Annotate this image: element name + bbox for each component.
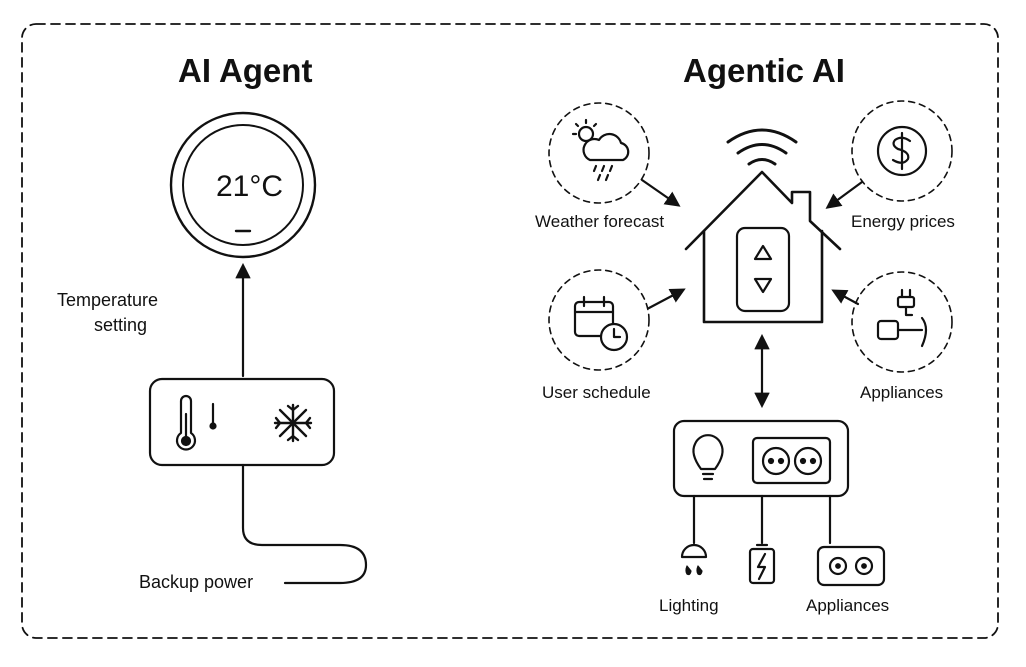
wifi-icon	[726, 128, 798, 166]
battery-icon	[748, 543, 776, 585]
lighting-label: Lighting	[659, 596, 719, 615]
smart-hub-box	[672, 419, 850, 498]
thermostat-display: 21°C	[216, 170, 284, 203]
outer-dashed-frame	[21, 23, 999, 639]
sun-cloud-rain-icon	[571, 118, 630, 182]
backup-power-label: Backup power	[139, 572, 254, 592]
appliances-input-label: Appliances	[860, 383, 944, 402]
appliances-circle	[851, 271, 953, 373]
user-schedule-label: User schedule	[542, 383, 651, 402]
house-icon	[684, 170, 842, 324]
ai-agent-title: AI Agent	[178, 52, 313, 89]
backup-power-cord	[241, 463, 368, 585]
arrow-energy	[825, 180, 864, 209]
temperature-setting-label-line1: Temperature	[57, 290, 159, 310]
schedule-circle	[548, 269, 650, 371]
temperature-setting-label-line2: setting	[94, 315, 148, 335]
arrow-weather	[640, 178, 681, 207]
lamp-icon	[680, 543, 708, 576]
lightbulb-icon	[692, 434, 724, 481]
arrow-schedule	[647, 288, 686, 310]
appliance-outlet-icon	[816, 545, 886, 587]
weather-circle	[548, 102, 650, 204]
agentic-ai-title: Agentic AI	[683, 52, 845, 89]
calendar-clock-icon	[573, 295, 629, 352]
thermostat-control-panel	[735, 226, 791, 313]
dollar-icon	[876, 125, 928, 177]
weather-forecast-label: Weather forecast	[535, 212, 665, 231]
appliances-output-label: Appliances	[806, 596, 890, 615]
energy-prices-label: Energy prices	[851, 212, 955, 231]
plug-icon	[876, 288, 928, 348]
energy-circle	[851, 100, 953, 202]
power-outlet-icon	[751, 436, 832, 485]
thermostat-icon	[169, 111, 317, 259]
thermometer-icon	[175, 394, 217, 451]
arrow-appliances	[831, 289, 860, 306]
snowflake-icon	[273, 403, 313, 443]
